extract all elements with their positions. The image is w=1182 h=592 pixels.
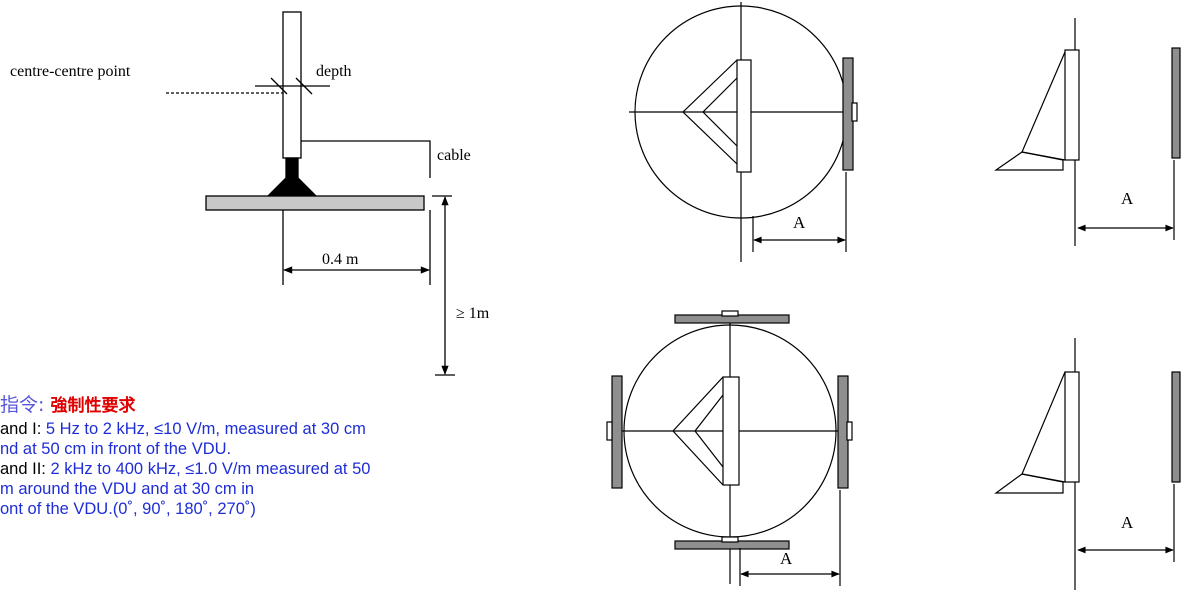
requirement-line: m around the VDU and at 30 cm in xyxy=(0,479,560,499)
sensor-panel-left xyxy=(611,375,623,489)
requirements-text: 指令: 強制性要求 and I: 5 Hz to 2 kHz, ≤10 V/m,… xyxy=(0,392,560,519)
label-a: A xyxy=(793,213,806,232)
heading-text: 指令: xyxy=(0,394,45,416)
label-distance: 0.4 m xyxy=(322,251,359,268)
band-ii-text: 2 kHz to 400 kHz, ≤1.0 V/m measured at 5… xyxy=(50,460,371,478)
label-centre-point: centre-centre point xyxy=(10,63,131,80)
heading-tag: 強制性要求 xyxy=(50,396,136,416)
requirement-line: and II: 2 kHz to 400 kHz, ≤1.0 V/m measu… xyxy=(0,459,560,479)
label-a: A xyxy=(1121,189,1134,208)
band-i-text: 5 Hz to 2 kHz, ≤10 V/m, measured at 30 c… xyxy=(45,420,366,438)
cable-line xyxy=(301,140,431,178)
probe-setup-diagram xyxy=(166,11,455,376)
sensor-panel-side xyxy=(1171,47,1181,159)
label-height: ≥ 1m xyxy=(456,305,490,322)
probe-stick xyxy=(282,11,302,159)
top-view-four-panels xyxy=(606,310,853,586)
band-ii-continued: m around the VDU and at 30 cm in xyxy=(0,480,255,498)
side-view-four-panels xyxy=(994,338,1181,590)
vdu-side xyxy=(1064,49,1080,161)
requirement-line: nd at 50 cm in front of the VDU. xyxy=(0,439,560,459)
requirement-line: and I: 5 Hz to 2 kHz, ≤10 V/m, measured … xyxy=(0,419,560,439)
requirement-line: ont of the VDU.(0˚, 90˚, 180˚, 270˚) xyxy=(0,499,560,519)
band-i-continued: nd at 50 cm in front of the VDU. xyxy=(0,440,232,458)
label-cable: cable xyxy=(437,147,471,164)
top-view-single-panel xyxy=(629,2,858,262)
vdu-screen xyxy=(722,376,740,486)
vdu-side xyxy=(1064,371,1080,483)
table-top xyxy=(205,195,425,211)
band-ii-angles: ont of the VDU.(0˚, 90˚, 180˚, 270˚) xyxy=(0,500,256,518)
band-i-prefix: and I: xyxy=(0,420,42,438)
label-a: A xyxy=(780,549,793,568)
vdu-screen xyxy=(736,59,752,173)
probe-clamp xyxy=(266,157,318,197)
requirements-heading: 指令: 強制性要求 xyxy=(0,392,560,419)
sensor-panel-side xyxy=(1171,371,1181,483)
label-a: A xyxy=(1121,513,1134,532)
band-ii-prefix: and II: xyxy=(0,460,46,478)
label-depth: depth xyxy=(316,63,352,80)
side-view-single-panel xyxy=(994,18,1181,246)
